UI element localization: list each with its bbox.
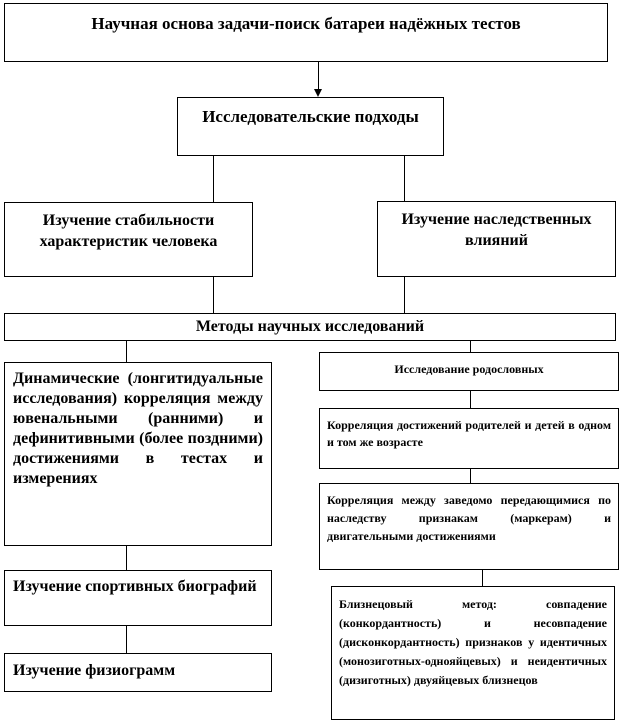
stability-box: Изучение стабильности характеристик чело… <box>4 202 253 277</box>
pedigree-box: Исследование родословных <box>319 352 619 391</box>
methods-box-label: Методы научных исследований <box>195 318 425 335</box>
heredity-box-label: Изучение наследственных влияний <box>401 211 592 249</box>
dynamic-box: Динамические (лонгитидуальные исследован… <box>4 362 272 546</box>
heredity-box: Изучение наследственных влияний <box>377 201 616 277</box>
twins-box: Близнецовый метод: совпадение (конкордан… <box>331 586 615 720</box>
parents-box: Корреляция достижений родителей и детей … <box>319 408 619 469</box>
markers-box: Корреляция между заведомо передающимися … <box>319 483 619 570</box>
approaches-box-label: Исследовательские подходы <box>202 106 419 126</box>
dynamic-box-label: Динамические (лонгитидуальные исследован… <box>13 370 263 487</box>
connector-top-to-approaches <box>318 61 319 90</box>
pedigree-box-label: Исследование родословных <box>394 362 544 376</box>
parents-box-label: Корреляция достижений родителей и детей … <box>327 418 611 449</box>
connector-dynamic-to-sports <box>126 545 127 570</box>
physiograms-box: Изучение физиограмм <box>4 653 272 692</box>
arrowhead-approaches <box>314 89 322 97</box>
sports-bio-box: Изучение спортивных биографий <box>4 570 272 626</box>
twins-box-label: Близнецовый метод: совпадение (конкордан… <box>339 597 607 687</box>
methods-box: Методы научных исследований <box>4 313 616 341</box>
connector-stability-to-methods <box>213 276 214 313</box>
connector-sports-to-physiograms <box>126 625 127 653</box>
top-box: Научная основа задачи-поиск батареи надё… <box>4 3 608 62</box>
physiograms-box-label: Изучение физиограмм <box>13 662 176 679</box>
connector-approaches-to-stability <box>213 155 214 202</box>
connector-approaches-to-heredity <box>404 155 405 201</box>
connector-heredity-to-methods <box>404 276 405 313</box>
connector-pedigree-to-parents <box>470 390 471 408</box>
approaches-box: Исследовательские подходы <box>177 97 444 156</box>
connector-methods-to-dynamic <box>126 340 127 362</box>
stability-box-label: Изучение стабильности характеристик чело… <box>39 211 218 250</box>
sports-bio-box-label: Изучение спортивных биографий <box>13 578 257 595</box>
connector-parents-to-markers <box>470 468 471 483</box>
connector-markers-to-twins <box>482 569 483 586</box>
connector-methods-to-pedigree <box>470 340 471 352</box>
markers-box-label: Корреляция между заведомо передающимися … <box>327 493 611 543</box>
top-box-label: Научная основа задачи-поиск батареи надё… <box>91 13 521 33</box>
